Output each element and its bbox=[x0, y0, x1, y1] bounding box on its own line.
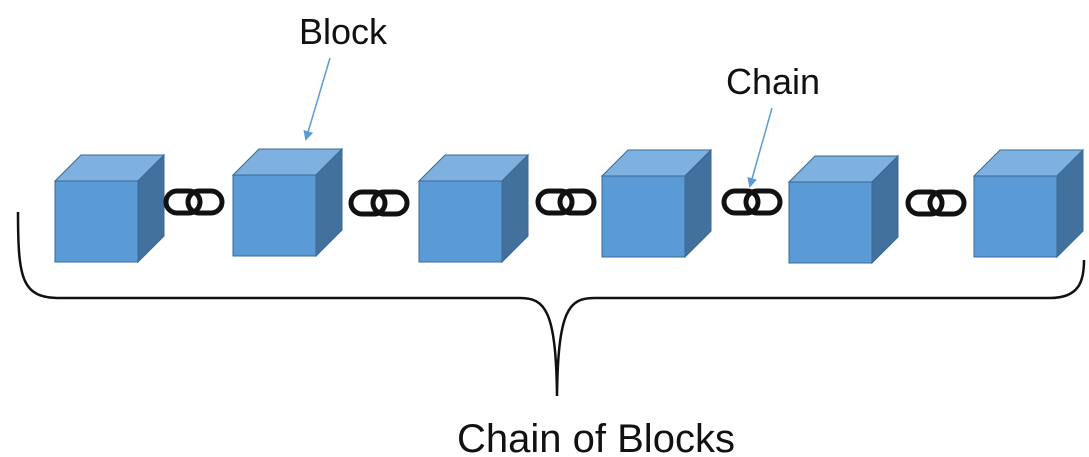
chain-link-icon-1 bbox=[163, 188, 225, 216]
chain-link-ring bbox=[348, 189, 388, 217]
chain-label: Chain bbox=[726, 61, 820, 102]
block-cube-front bbox=[54, 180, 139, 263]
block-cube-3 bbox=[417, 153, 530, 264]
block-cube-front bbox=[232, 174, 317, 257]
block-cube-front bbox=[973, 175, 1058, 258]
chain-link-icon-4 bbox=[721, 188, 783, 216]
chain-link-ring bbox=[721, 188, 761, 216]
chain-callout-arrow bbox=[747, 107, 773, 188]
chain-link-ring bbox=[163, 188, 203, 216]
block-label: Block bbox=[299, 11, 388, 52]
block-cube-6 bbox=[972, 148, 1085, 259]
chain-link-ring bbox=[370, 189, 410, 217]
block-cube-5 bbox=[787, 154, 900, 265]
block-cube-front bbox=[418, 180, 503, 263]
blocks-group bbox=[53, 147, 1085, 265]
chain-link-ring bbox=[743, 188, 783, 216]
chain-link-icon-3 bbox=[535, 188, 597, 216]
block-cube-front bbox=[788, 181, 873, 264]
chain-link-icon-2 bbox=[348, 189, 410, 217]
chain-link-ring bbox=[557, 188, 597, 216]
chain-link-ring bbox=[905, 189, 945, 217]
block-cube-front bbox=[601, 175, 686, 258]
block-cube-1 bbox=[53, 153, 166, 264]
chain-link-ring bbox=[185, 188, 225, 216]
chain-link-icon-5 bbox=[905, 189, 967, 217]
block-callout-arrow bbox=[303, 57, 331, 141]
chain-links-group bbox=[163, 188, 967, 217]
chain-link-ring bbox=[535, 188, 575, 216]
chain-of-blocks-label: Chain of Blocks bbox=[457, 417, 735, 457]
grouping-brace bbox=[16, 211, 1086, 397]
chain-link-ring bbox=[927, 189, 967, 217]
block-cube-2 bbox=[231, 147, 344, 258]
block-cube-4 bbox=[600, 148, 713, 259]
